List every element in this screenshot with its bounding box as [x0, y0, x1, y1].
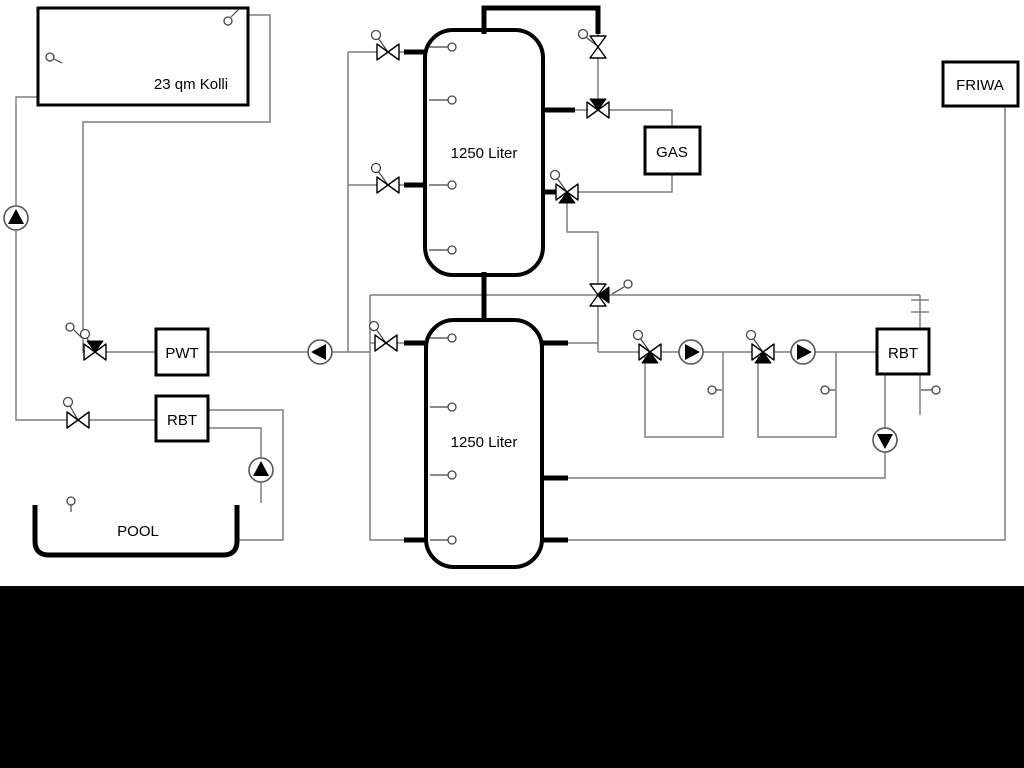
- temperature-sensor-icon: [429, 180, 457, 190]
- temperature-sensor-icon: [429, 245, 457, 255]
- temperature-sensor-icon: [921, 385, 941, 395]
- pump-icon: [248, 457, 274, 483]
- pool-basin: [32, 505, 240, 558]
- three-way-valve-icon: [632, 329, 662, 364]
- temperature-sensor-icon: [707, 385, 722, 395]
- three-way-valve-icon: [549, 169, 579, 204]
- temperature-sensor-icon: [430, 470, 457, 480]
- rbt-right-label: RBT: [888, 345, 918, 362]
- pumps: [3, 205, 898, 483]
- temperature-sensor-icon: [223, 8, 240, 26]
- valve-icon: [370, 162, 400, 194]
- three-way-valve-icon: [589, 283, 610, 307]
- pwt-box: [154, 327, 210, 377]
- valve-stem: [377, 37, 389, 53]
- pool-label: POOL: [117, 523, 159, 540]
- pipe: [644, 352, 724, 438]
- rbt-left-label: RBT: [167, 412, 197, 429]
- valve-icon: [577, 28, 607, 59]
- temperature-sensor-icon: [430, 333, 457, 343]
- temperature-sensor-icon: [430, 402, 457, 412]
- tank-bottom-label: 1250 Liter: [451, 434, 518, 451]
- valve-icon: [62, 396, 90, 429]
- three-way-valve-icon: [745, 329, 775, 364]
- top-header-pipe: [481, 5, 601, 34]
- temperature-sensor-icon: [45, 52, 63, 64]
- temperature-sensor-icon: [66, 496, 76, 512]
- main-headers: [404, 5, 601, 543]
- rbt-right-box: [875, 327, 931, 376]
- rbt-left-box: [154, 394, 210, 443]
- gas-label: GAS: [656, 144, 688, 161]
- tank-top-label: 1250 Liter: [451, 145, 518, 162]
- three-way-valve-icon: [586, 98, 610, 119]
- pwt-label: PWT: [165, 345, 198, 362]
- pump-icon: [3, 205, 29, 231]
- pipe: [543, 374, 886, 479]
- valves: [62, 28, 775, 429]
- valve-icon: [370, 29, 400, 61]
- pipe: [757, 352, 837, 438]
- pipe-break-ticks: [911, 299, 929, 313]
- gas-boiler-box: [643, 125, 702, 176]
- pump-icon: [790, 339, 816, 365]
- pump-icon: [307, 339, 333, 365]
- pipe: [543, 174, 673, 193]
- temperature-sensor-icon: [430, 535, 457, 545]
- pipe: [543, 106, 1006, 541]
- valve-icon: [368, 320, 398, 352]
- temperature-sensor-icon: [429, 95, 457, 105]
- temperature-sensor-icon: [611, 279, 633, 295]
- sensors: [45, 8, 941, 545]
- collector-label: 23 qm Kolli: [154, 76, 228, 93]
- temperature-sensor-icon: [65, 322, 83, 339]
- solar-collector-box: [36, 6, 250, 107]
- temperature-sensor-icon: [820, 385, 835, 395]
- letterbox-bottom: [0, 586, 1024, 768]
- friwa-box: [941, 60, 1020, 108]
- pipe: [208, 409, 284, 541]
- valve-actuator: [370, 29, 382, 41]
- friwa-label: FRIWA: [956, 77, 1004, 94]
- pump-icon: [872, 427, 898, 453]
- pump-icon: [678, 339, 704, 365]
- three-way-valve-icon: [79, 328, 107, 361]
- temperature-sensor-icon: [429, 42, 457, 52]
